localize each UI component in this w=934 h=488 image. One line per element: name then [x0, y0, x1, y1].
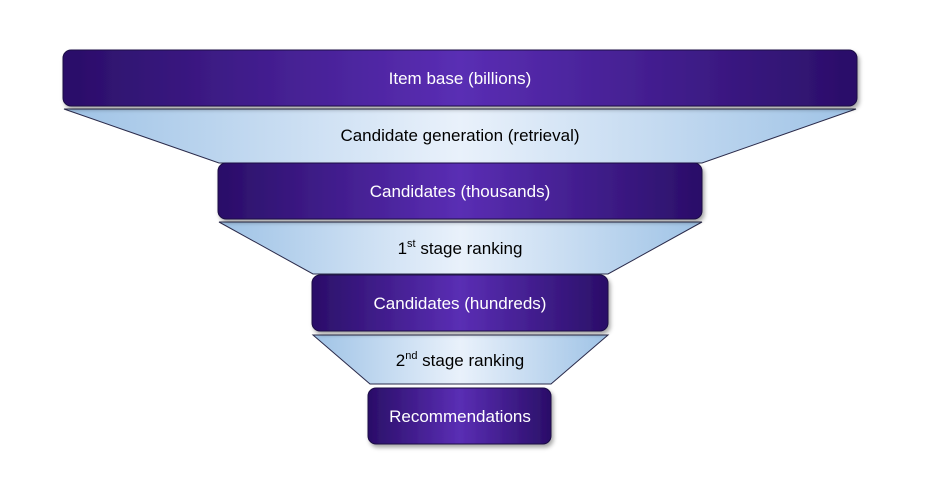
first-stage-ranking-label: 1st stage ranking [398, 238, 523, 258]
recommendations-label: Recommendations [389, 407, 531, 426]
first-stage-text: stage ranking [416, 239, 523, 258]
first-stage-number: 1 [398, 239, 407, 258]
candidate-generation-trapezoid [63, 108, 857, 164]
item-base-box [62, 49, 858, 107]
second-stage-suffix: nd [405, 350, 417, 362]
second-stage-ranking-label: 2nd stage ranking [396, 350, 525, 370]
first-stage-suffix: st [407, 238, 416, 250]
second-stage-number: 2 [396, 351, 405, 370]
candidate-generation-label: Candidate generation (retrieval) [340, 126, 579, 145]
candidates-thousands-box [217, 162, 703, 220]
second-stage-ranking-trapezoid [311, 334, 610, 385]
candidates-thousands-label: Candidates (thousands) [370, 182, 551, 201]
candidates-hundreds-box [311, 274, 609, 332]
recommendations-box [367, 387, 552, 445]
first-stage-ranking-trapezoid [218, 221, 703, 275]
item-base-label: Item base (billions) [389, 69, 532, 88]
second-stage-text: stage ranking [417, 351, 524, 370]
candidates-hundreds-label: Candidates (hundreds) [374, 294, 547, 313]
